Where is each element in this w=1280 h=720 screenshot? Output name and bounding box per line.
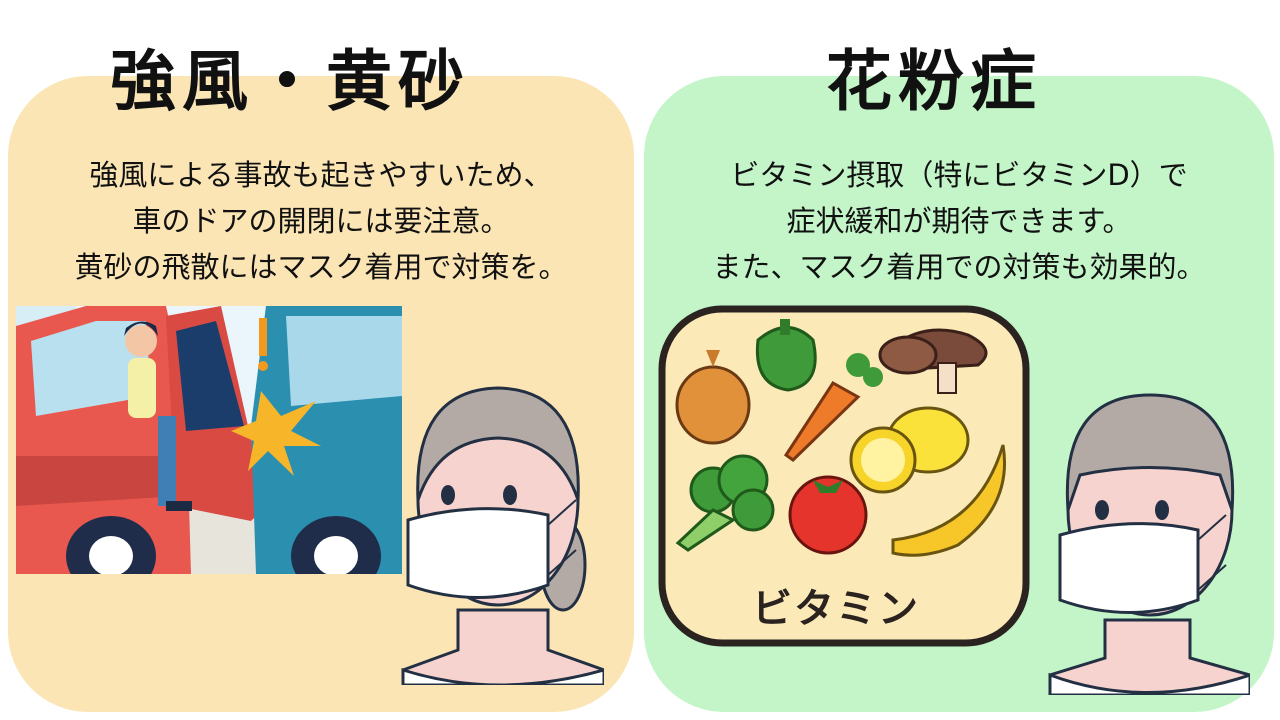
right-title: 花粉症: [826, 43, 1042, 120]
left-description: 強風による事故も起きやすいため、 車のドアの開閉には要注意。 黄砂の飛散にはマス…: [8, 152, 634, 290]
left-line-1: 強風による事故も起きやすいため、: [89, 158, 553, 192]
man-with-mask-illustration: [1048, 393, 1250, 695]
right-description: ビタミン摂取（特にビタミンD）で 症状緩和が期待できます。 また、マスク着用での…: [644, 152, 1274, 290]
vitamin-food-illustration: [658, 305, 1030, 647]
vitamin-label: ビタミン: [752, 586, 920, 632]
right-line-3: また、マスク着用での対策も効果的。: [712, 250, 1206, 284]
right-line-1: ビタミン摂取（特にビタミンD）で: [730, 158, 1188, 192]
right-line-2: 症状緩和が期待できます。: [786, 204, 1132, 238]
left-title: 強風・黄砂: [110, 43, 470, 120]
woman-with-mask-illustration: [401, 386, 604, 685]
car-door-accident-illustration: [16, 306, 402, 574]
left-line-2: 車のドアの開閉には要注意。: [132, 204, 510, 238]
left-line-3: 黄砂の飛散にはマスク着用で対策を。: [74, 250, 568, 284]
